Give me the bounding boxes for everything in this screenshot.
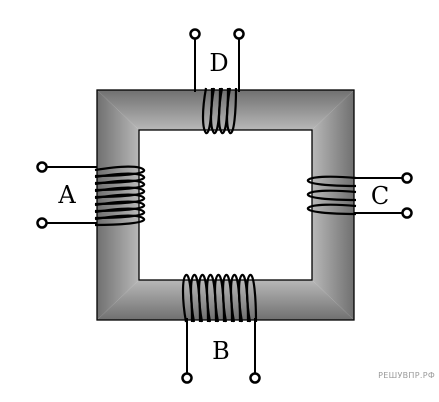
coil-b — [181, 273, 261, 384]
coil-a — [36, 161, 146, 229]
watermark: РЕШУВПР.РФ — [378, 371, 435, 380]
label-a: A — [57, 181, 76, 209]
label-c: C — [371, 182, 389, 210]
coil-d — [189, 28, 245, 135]
core-window — [138, 129, 313, 281]
coil-c — [306, 172, 413, 219]
label-b: B — [212, 337, 230, 365]
label-d: D — [209, 49, 228, 77]
